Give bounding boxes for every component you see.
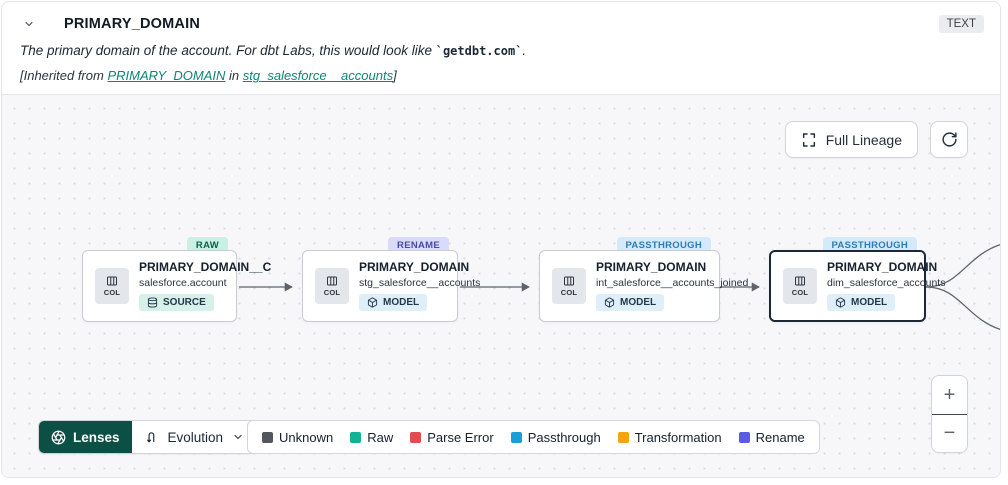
zoom-out-button[interactable]: − — [932, 414, 967, 452]
col-label: COL — [560, 288, 578, 297]
col-label: COL — [791, 288, 809, 297]
legend-swatch — [738, 431, 750, 443]
node-card-selected[interactable]: COL PRIMARY_DOMAIN dim_salesforce_accoun… — [769, 250, 946, 322]
legend-item: Transformation — [617, 429, 722, 445]
column-lineage-panel: PRIMARY_DOMAIN TEXT The primary domain o… — [1, 1, 1001, 478]
column-description: The primary domain of the account. For d… — [20, 42, 984, 60]
lenses-button[interactable]: Lenses — [39, 421, 132, 453]
evolution-legend: Unknown Raw Parse Error Passthrough Tran… — [247, 420, 820, 454]
database-icon — [147, 296, 158, 308]
legend-swatch — [350, 431, 362, 443]
resource-label: MODEL — [620, 296, 657, 308]
legend-item: Unknown — [262, 430, 333, 445]
legend-label: Transformation — [634, 429, 722, 445]
lens-selector: Lenses Evolution — [38, 420, 259, 454]
legend-label: Rename — [755, 429, 805, 445]
column-chip: COL — [552, 268, 586, 304]
legend-swatch — [410, 431, 422, 443]
resource-badge: MODEL — [359, 293, 428, 311]
chevron-down-icon — [234, 434, 242, 440]
description-code: `getdbt.com` — [435, 44, 523, 58]
lenses-label: Lenses — [73, 429, 120, 445]
cube-icon — [835, 296, 846, 308]
legend-label: Unknown — [279, 429, 334, 445]
inherited-note: [Inherited from PRIMARY_DOMAIN in stg_sa… — [20, 68, 984, 83]
full-lineage-label: Full Lineage — [825, 131, 902, 148]
legend-label: Raw — [367, 429, 394, 445]
lineage-node-int: PASSTHROUGH COL PRIMARY_DOMAIN int_sales… — [539, 237, 749, 322]
legend-item: Rename — [738, 429, 805, 445]
column-title: PRIMARY_DOMAIN — [64, 16, 200, 32]
node-title: PRIMARY_DOMAIN__C — [139, 259, 272, 274]
legend-swatch — [617, 431, 629, 443]
node-title: PRIMARY_DOMAIN — [827, 259, 938, 274]
lens-dropdown[interactable]: Evolution — [131, 421, 258, 453]
legend-label: Parse Error — [427, 429, 494, 445]
lineage-node-source: RAW COL PRIMARY_DOMAIN__C salesforce.acc… — [82, 237, 272, 322]
inherited-middle: in — [225, 68, 243, 84]
lineage-node-stg: RENAME COL PRIMARY_DOMAIN stg_salesforce… — [302, 237, 481, 322]
evolution-icon — [146, 431, 154, 442]
full-lineage-button[interactable]: Full Lineage — [784, 121, 918, 158]
cube-icon — [604, 296, 615, 308]
lineage-node-dim: PASSTHROUGH COL PRIMARY_DOMAIN dim_sales… — [769, 237, 946, 322]
expand-icon — [802, 132, 815, 147]
col-label: COL — [103, 288, 121, 297]
column-type-badge: TEXT — [938, 15, 984, 33]
columns-icon — [564, 276, 574, 286]
node-subtitle: dim_salesforce_accounts — [827, 276, 946, 289]
node-card[interactable]: COL PRIMARY_DOMAIN__C salesforce.account… — [82, 250, 272, 322]
legend-swatch — [262, 431, 273, 443]
resource-badge: MODEL — [596, 293, 665, 311]
column-chip: COL — [95, 268, 129, 304]
description-period: . — [522, 43, 527, 58]
zoom-in-button[interactable]: + — [932, 376, 967, 414]
legend-item: Parse Error — [410, 429, 494, 445]
node-card[interactable]: COL PRIMARY_DOMAIN stg_salesforce__accou… — [302, 250, 481, 322]
column-chip: COL — [315, 268, 349, 304]
node-title: PRIMARY_DOMAIN — [359, 259, 470, 274]
cube-icon — [367, 296, 378, 308]
resource-label: MODEL — [383, 296, 420, 308]
legend-item: Raw — [350, 430, 393, 445]
inherited-prefix: [Inherited from — [20, 68, 108, 84]
aperture-icon — [51, 430, 66, 444]
resource-badge: MODEL — [827, 293, 896, 311]
legend-item: Passthrough — [510, 429, 601, 445]
zoom-controls: + − — [931, 375, 968, 453]
inherited-column-link[interactable]: PRIMARY_DOMAIN — [107, 68, 226, 84]
description-text: The primary domain of the account. For d… — [20, 43, 436, 58]
column-chip: COL — [783, 268, 817, 304]
columns-icon — [107, 276, 117, 286]
columns-icon — [795, 276, 805, 286]
node-title: PRIMARY_DOMAIN — [596, 259, 707, 274]
refresh-button[interactable] — [930, 121, 968, 158]
col-label: COL — [323, 288, 341, 297]
resource-badge: SOURCE — [139, 293, 214, 311]
resource-label: SOURCE — [163, 296, 206, 308]
resource-label: MODEL — [851, 296, 888, 308]
columns-icon — [327, 276, 337, 286]
refresh-icon — [941, 132, 957, 147]
collapse-chevron-icon[interactable] — [16, 13, 42, 35]
inherited-model-link[interactable]: stg_salesforce__accounts — [242, 68, 394, 84]
inherited-suffix: ] — [393, 68, 397, 84]
node-card[interactable]: COL PRIMARY_DOMAIN int_salesforce__accou… — [539, 250, 749, 322]
node-subtitle: salesforce.account — [139, 276, 227, 289]
lineage-canvas[interactable]: Full Lineage RAW COL PRIMARY_DOMAIN__C s… — [2, 95, 1000, 477]
legend-swatch — [510, 431, 522, 443]
lens-dropdown-value: Evolution — [167, 429, 224, 445]
legend-label: Passthrough — [527, 429, 601, 445]
node-subtitle: stg_salesforce__accounts — [359, 276, 481, 289]
column-header: PRIMARY_DOMAIN TEXT The primary domain o… — [2, 2, 1000, 95]
node-subtitle: int_salesforce__accounts_joined — [596, 276, 749, 289]
